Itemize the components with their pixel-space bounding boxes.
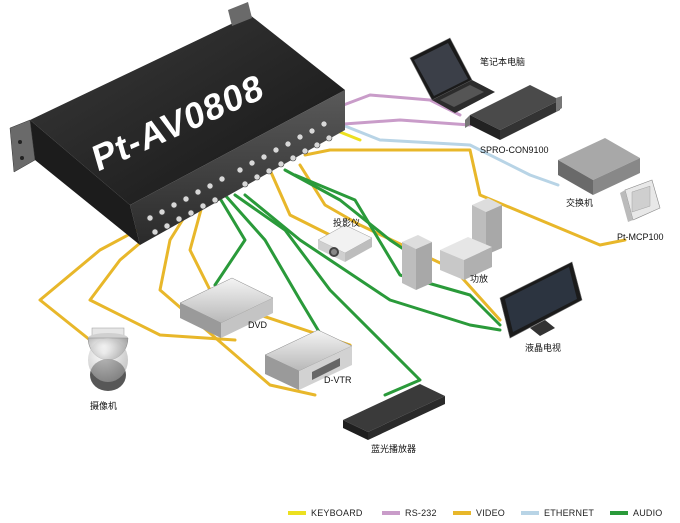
legend-label-rs232: RS-232	[405, 508, 437, 518]
laptop-device	[409, 37, 495, 113]
label-amplifier: 功放	[470, 274, 489, 284]
spro-device	[465, 85, 562, 140]
cables	[38, 93, 627, 397]
dvtr-device	[264, 329, 353, 390]
legend-item-audio: AUDIO	[610, 507, 663, 519]
label-laptop: 笔记本电脑	[480, 57, 526, 67]
legend-label-keyboard: KEYBOARD	[311, 508, 363, 518]
camera-device	[87, 327, 129, 391]
legend-item-rs232: RS-232	[382, 507, 437, 519]
legend-swatch-audio	[610, 511, 628, 515]
label-switch: 交换机	[566, 198, 594, 208]
legend-label-ethernet: ETHERNET	[544, 508, 595, 518]
tv-device	[499, 261, 583, 339]
legend-label-audio: AUDIO	[633, 508, 663, 518]
mcp-panel-device	[620, 179, 661, 222]
legend-item-keyboard: KEYBOARD	[288, 507, 363, 519]
label-dvtr: D-VTR	[324, 375, 352, 385]
legend-label-video: VIDEO	[476, 508, 506, 518]
label-panel: Pt-MCP100	[617, 232, 664, 242]
legend: KEYBOARD RS-232 VIDEO ETHERNET AUDIO	[0, 500, 680, 523]
switch-device	[558, 138, 640, 195]
label-tv: 液晶电视	[525, 343, 562, 353]
label-bluray: 蓝光播放器	[371, 444, 417, 454]
label-camera: 摄像机	[90, 401, 118, 411]
legend-item-video: VIDEO	[453, 507, 505, 519]
bluray-device	[343, 384, 445, 440]
legend-swatch-video	[453, 511, 471, 515]
dvd-device	[179, 277, 274, 338]
legend-swatch-rs232	[382, 511, 400, 515]
label-dvd: DVD	[248, 320, 268, 330]
label-spro: SPRO-CON9100	[480, 145, 549, 155]
amplifier-device	[402, 198, 502, 290]
label-projector: 投影仪	[333, 218, 361, 228]
legend-item-ethernet: ETHERNET	[521, 507, 594, 519]
matrix-device	[9, 2, 345, 245]
legend-swatch-keyboard	[288, 511, 306, 515]
projector-device	[317, 224, 373, 262]
legend-swatch-ethernet	[521, 511, 539, 515]
